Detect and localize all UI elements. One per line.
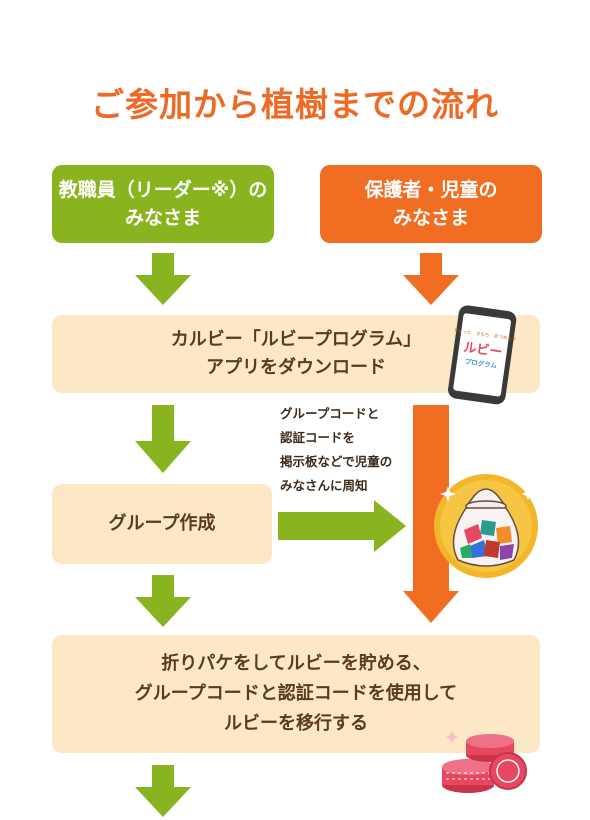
share-code-notes: グループコードと 認証コードを 掲示板などで児童の みなさんに周知 xyxy=(280,402,392,498)
share-note-line: グループコードと xyxy=(280,406,380,421)
green-down-arrow-1 xyxy=(135,253,191,305)
transfer-ruby-box: 折りパケをしてルビーを貯める、 グループコードと認証コードを使用して ルビーを移… xyxy=(52,635,540,753)
smartphone-icon: ちょっと きもち あつめよう ルビー プログラム xyxy=(448,305,517,405)
green-down-arrow-2 xyxy=(135,405,191,473)
orange-down-arrow-1 xyxy=(403,253,459,305)
group-create-box: グループ作成 xyxy=(52,484,272,564)
parent-box: 保護者・児童の みなさま xyxy=(320,165,542,243)
share-note-line: 掲示板などで児童の xyxy=(280,454,393,469)
ruby-coins-icon xyxy=(442,731,527,793)
ruby-bag-icon xyxy=(434,474,538,578)
green-right-arrow xyxy=(278,500,406,552)
page-title: ご参加から植樹までの流れ xyxy=(91,85,499,124)
share-note-line: 認証コードを xyxy=(280,430,356,445)
green-down-arrow-3 xyxy=(135,575,191,627)
share-note-line: みなさんに周知 xyxy=(280,478,368,493)
svg-text:ルビー: ルビー xyxy=(462,339,503,360)
teacher-box: 教職員（リーダー※）の みなさま xyxy=(52,165,274,243)
green-down-arrow-4 xyxy=(135,765,191,817)
orange-down-arrow-long xyxy=(403,405,459,623)
